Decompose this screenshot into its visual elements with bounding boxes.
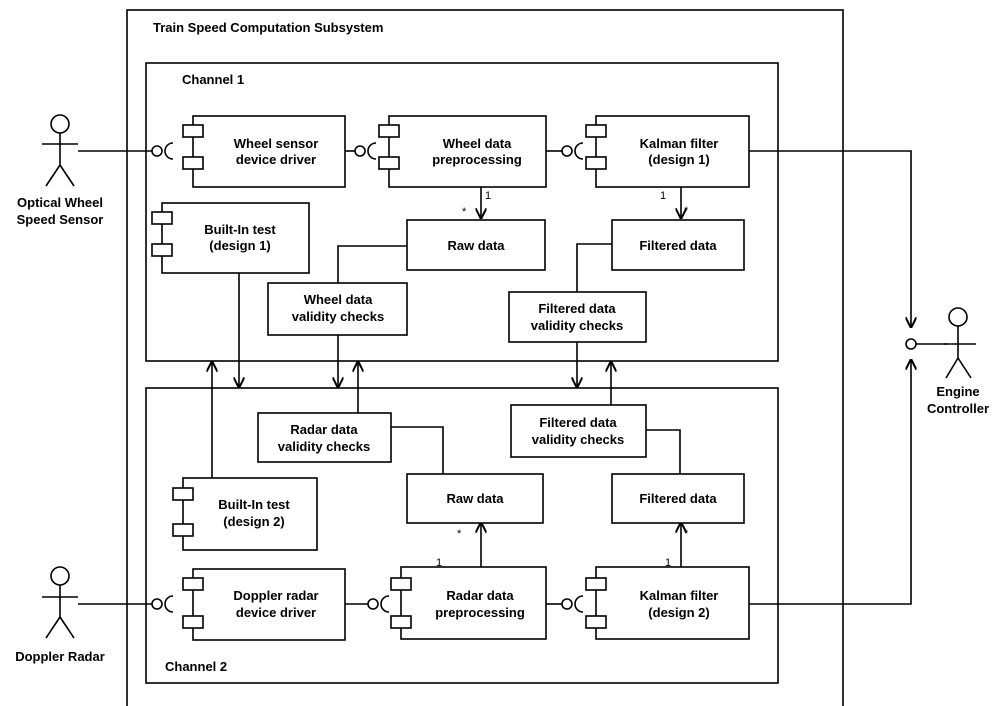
- component-icon: [172, 523, 194, 537]
- svg-text:Kalman filter: Kalman filter: [640, 136, 719, 151]
- svg-text:Radar data: Radar data: [446, 588, 514, 603]
- svg-text:validity checks: validity checks: [531, 318, 624, 333]
- multiplicity-one: 1: [485, 190, 491, 202]
- optical-sensor-label: Optical Wheel: [17, 195, 103, 210]
- filtered-data-channel-1: Filtered data: [611, 219, 745, 271]
- multiplicity-many: *: [684, 528, 689, 540]
- component-icon: [172, 487, 194, 501]
- subsystem-title: Train Speed Computation Subsystem: [153, 20, 383, 35]
- component-icon: [378, 124, 400, 138]
- built-in-test-design-2: Built-In test (design 2): [172, 477, 318, 551]
- filtered-data-channel-2: Filtered data: [611, 473, 745, 524]
- optical-wheel-speed-sensor-actor: [42, 114, 78, 187]
- svg-text:Filtered data: Filtered data: [639, 238, 717, 253]
- component-icon: [182, 615, 204, 629]
- svg-text:preprocessing: preprocessing: [432, 152, 522, 167]
- channel-1-title: Channel 1: [182, 72, 244, 87]
- stick-figure-icon: [948, 307, 968, 327]
- provided-interface-icon: [561, 598, 573, 610]
- svg-text:Doppler radar: Doppler radar: [233, 588, 318, 603]
- svg-text:Radar data: Radar data: [290, 422, 358, 437]
- provided-interface-icon: [151, 598, 163, 610]
- wheel-data-preprocessing: Wheel data preprocessing: [378, 115, 547, 188]
- kalman-filter-design-1: Kalman filter (design 1): [585, 115, 750, 188]
- engine-controller-label: Engine: [936, 384, 979, 399]
- provided-interface-icon: [354, 145, 366, 157]
- svg-text:validity checks: validity checks: [292, 309, 385, 324]
- radar-data-preprocessing: Radar data preprocessing: [390, 566, 547, 640]
- svg-text:Filtered data: Filtered data: [639, 491, 717, 506]
- svg-text:Built-In test: Built-In test: [204, 222, 276, 237]
- component-icon: [182, 124, 204, 138]
- svg-text:Wheel sensor: Wheel sensor: [234, 136, 319, 151]
- svg-text:Filtered data: Filtered data: [538, 301, 616, 316]
- raw-data-channel-2: Raw data: [406, 473, 544, 524]
- radar-data-validity-checks: Radar data validity checks: [257, 412, 392, 463]
- svg-text:Kalman filter: Kalman filter: [640, 588, 719, 603]
- component-icon: [182, 577, 204, 591]
- provided-interface-icon: [561, 145, 573, 157]
- component-icon: [585, 156, 607, 170]
- component-icon: [151, 211, 173, 225]
- doppler-radar-device-driver: Doppler radar device driver: [182, 568, 346, 641]
- wheel-sensor-device-driver: Wheel sensor device driver: [182, 115, 346, 188]
- provided-interface-icon: [905, 338, 917, 350]
- svg-text:(design 1): (design 1): [209, 238, 270, 253]
- svg-text:(design 2): (design 2): [648, 605, 709, 620]
- svg-text:Built-In test: Built-In test: [218, 497, 290, 512]
- provided-interface-icon: [367, 598, 379, 610]
- component-icon: [378, 156, 400, 170]
- multiplicity-many: *: [457, 528, 462, 540]
- multiplicity-one: 1: [436, 557, 442, 569]
- multiplicity-many: *: [462, 206, 467, 218]
- wheel-data-validity-checks: Wheel data validity checks: [267, 282, 408, 336]
- svg-text:Wheel data: Wheel data: [304, 292, 373, 307]
- component-icon: [182, 156, 204, 170]
- component-icon: [390, 577, 412, 591]
- svg-text:device driver: device driver: [236, 152, 316, 167]
- engine-controller-actor: [944, 307, 976, 379]
- component-icon: [585, 615, 607, 629]
- raw-data-channel-1: Raw data: [406, 219, 546, 271]
- component-icon: [585, 577, 607, 591]
- svg-text:(design 2): (design 2): [223, 514, 284, 529]
- svg-text:Wheel data: Wheel data: [443, 136, 512, 151]
- engine-controller-label: Controller: [927, 401, 989, 416]
- doppler-radar-actor: [42, 566, 78, 639]
- svg-text:preprocessing: preprocessing: [435, 605, 525, 620]
- stick-figure-icon: [50, 114, 70, 134]
- kalman-filter-design-2: Kalman filter (design 2): [585, 566, 750, 640]
- component-icon: [151, 243, 173, 257]
- svg-text:Raw data: Raw data: [447, 238, 505, 253]
- channel-2-title: Channel 2: [165, 659, 227, 674]
- optical-sensor-label: Speed Sensor: [17, 212, 104, 227]
- filtered-data-validity-checks-channel-1: Filtered data validity checks: [508, 291, 647, 343]
- svg-text:Filtered data: Filtered data: [539, 415, 617, 430]
- built-in-test-design-1: Built-In test (design 1): [151, 202, 310, 274]
- svg-text:Raw data: Raw data: [446, 491, 504, 506]
- svg-text:(design 1): (design 1): [648, 152, 709, 167]
- component-icon: [390, 615, 412, 629]
- multiplicity-one: 1: [660, 190, 666, 202]
- filtered-data-validity-checks-channel-2: Filtered data validity checks: [510, 404, 647, 458]
- component-icon: [585, 124, 607, 138]
- svg-text:validity checks: validity checks: [278, 439, 371, 454]
- multiplicity-many: *: [684, 205, 689, 217]
- stick-figure-icon: [50, 566, 70, 586]
- multiplicity-one: 1: [665, 557, 671, 569]
- doppler-radar-label: Doppler Radar: [15, 649, 105, 664]
- svg-text:device driver: device driver: [236, 605, 316, 620]
- svg-text:validity checks: validity checks: [532, 432, 625, 447]
- provided-interface-icon: [151, 145, 163, 157]
